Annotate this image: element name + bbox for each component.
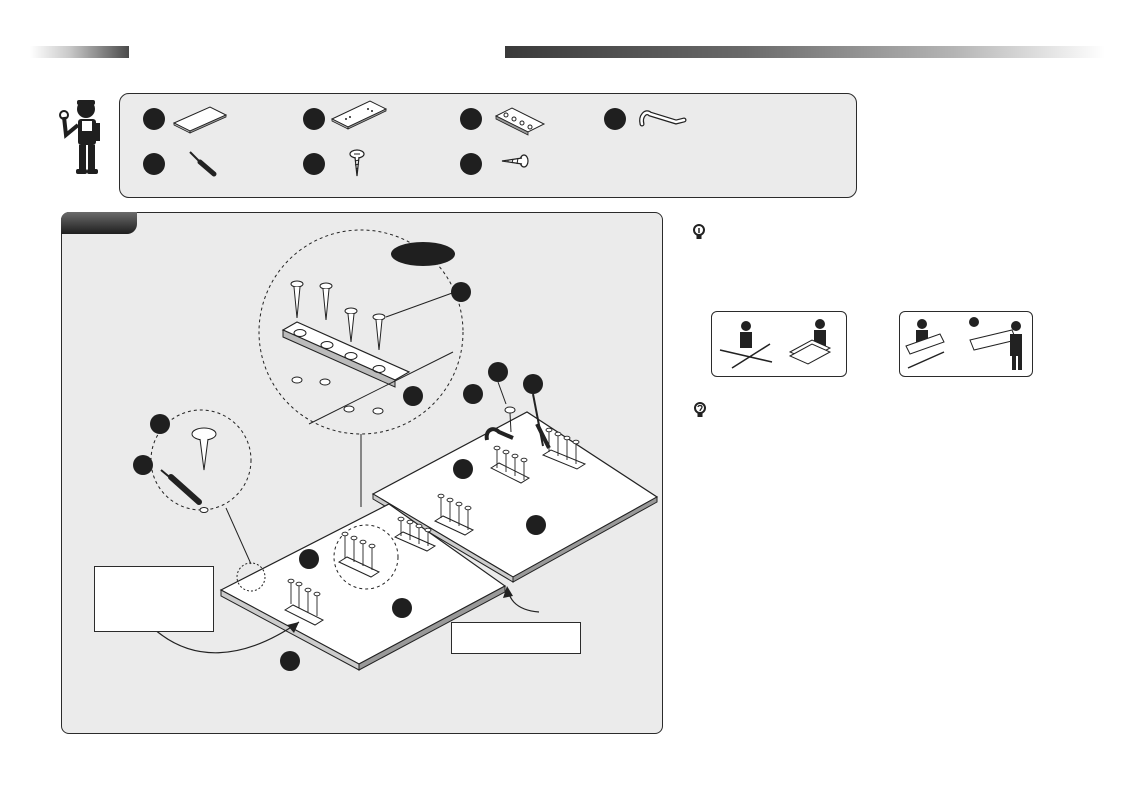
right-label-box <box>451 622 581 654</box>
workers-carrying-icon <box>905 317 1022 370</box>
part-marker-5 <box>143 153 165 175</box>
long-panel-icon <box>330 100 388 130</box>
tip-illustration-wrong <box>711 311 847 377</box>
part-marker-7 <box>460 153 482 175</box>
left-label-box <box>94 566 214 632</box>
part-marker-3 <box>460 108 482 130</box>
allen-key-icon <box>639 110 687 127</box>
header-left-bar <box>30 46 129 58</box>
callout-oval <box>391 242 455 266</box>
part-marker-1 <box>143 108 165 130</box>
tip-illustration-right <box>899 311 1033 377</box>
question-bulb-icon <box>694 402 706 417</box>
workers-illustration-icon <box>719 319 832 369</box>
parts-list-panel <box>119 93 857 198</box>
zoom-circle-top <box>258 229 464 435</box>
flat-head-screw-icon <box>349 149 365 177</box>
wood-screw-icon <box>501 154 529 168</box>
part-marker-2 <box>303 108 325 130</box>
screwdriver-icon <box>189 151 217 177</box>
step-tab <box>61 212 137 234</box>
assembly-diagram <box>133 229 659 671</box>
worker-mascot-icon <box>59 100 100 174</box>
header-right-bar <box>505 46 1105 58</box>
part-marker-6 <box>303 153 325 175</box>
part-marker-4 <box>604 108 626 130</box>
long-panel-icon <box>172 106 228 134</box>
connector-plate-icon <box>494 107 546 136</box>
lightbulb-icon <box>693 224 705 239</box>
